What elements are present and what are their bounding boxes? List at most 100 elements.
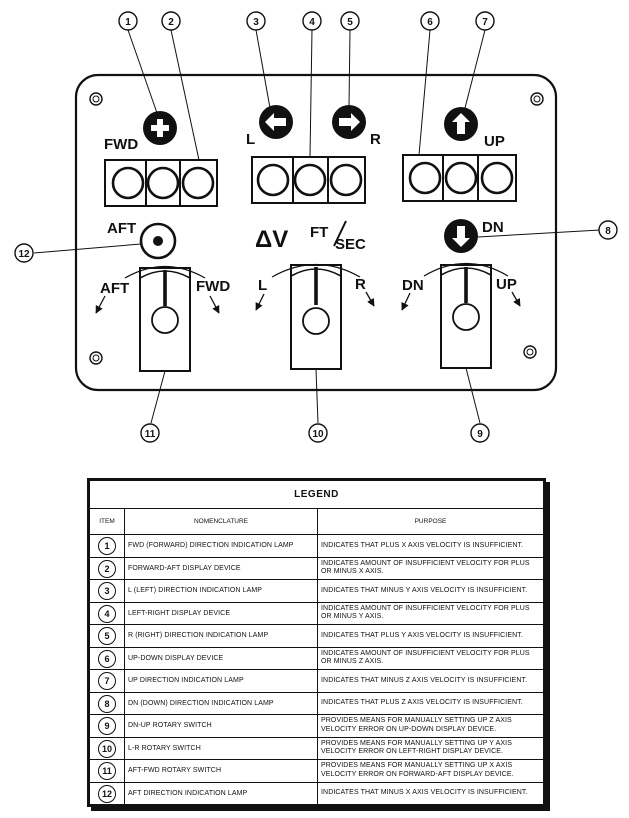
legend-item-cell: 2 xyxy=(89,556,125,580)
callout-11: 11 xyxy=(140,423,160,443)
legend-item-number: 1 xyxy=(98,537,116,556)
svg-text:12: 12 xyxy=(18,249,30,260)
legend-nomenclature: UP DIRECTION INDICATION LAMP xyxy=(124,669,318,693)
legend-purpose: INDICATES AMOUNT OF INSUFFICIENT VELOCIT… xyxy=(317,556,544,580)
legend-nomenclature: LEFT-RIGHT DISPLAY DEVICE xyxy=(124,601,318,625)
legend-item-number: 11 xyxy=(98,762,116,781)
item-column-header: ITEM xyxy=(89,508,125,535)
legend-purpose: PROVIDES MEANS FOR MANUALLY SETTING UP Y… xyxy=(317,736,544,760)
callout-7: 7 xyxy=(475,11,495,31)
legend-item-cell: 7 xyxy=(89,669,125,693)
legend-item-cell: 8 xyxy=(89,691,125,715)
legend-item-cell: 3 xyxy=(89,579,125,603)
callout-3: 3 xyxy=(246,11,266,31)
legend-nomenclature: L-R ROTARY SWITCH xyxy=(124,736,318,760)
forward-aft-display xyxy=(104,159,218,207)
callout-1: 1 xyxy=(118,11,138,31)
svg-text:10: 10 xyxy=(312,429,324,440)
callout-6: 6 xyxy=(420,11,440,31)
l-r-rotary-switch xyxy=(255,263,375,370)
legend-item-number: 10 xyxy=(98,739,116,758)
callout-12: 12 xyxy=(14,243,34,263)
legend-purpose: INDICATES THAT MINUS Z AXIS VELOCITY IS … xyxy=(317,669,544,693)
legend-item-number: 2 xyxy=(98,559,116,578)
legend-nomenclature: DN-UP ROTARY SWITCH xyxy=(124,714,318,738)
legend-item-number: 8 xyxy=(98,694,116,713)
legend-nomenclature: DN (DOWN) DIRECTION INDICATION LAMP xyxy=(124,691,318,715)
legend-item-number: 12 xyxy=(98,784,116,803)
legend-item-cell: 9 xyxy=(89,714,125,738)
velocity-indicator-panel-diagram: FWD L R UP AFT xyxy=(14,11,618,443)
legend-nomenclature: FORWARD-AFT DISPLAY DEVICE xyxy=(124,556,318,580)
callout-2: 2 xyxy=(161,11,181,31)
up-label: UP xyxy=(484,133,505,150)
legend-title: LEGEND xyxy=(89,480,544,509)
svg-text:FT: FT xyxy=(310,224,328,241)
legend-item-number: 6 xyxy=(98,649,116,668)
svg-text:4: 4 xyxy=(309,17,315,28)
delta-v-ft-sec-label: ΔV FT SEC xyxy=(255,220,366,253)
r-switch-label: R xyxy=(355,276,366,293)
aft-fwd-rotary-switch xyxy=(95,265,220,372)
legend-nomenclature: L (LEFT) DIRECTION INDICATION LAMP xyxy=(124,579,318,603)
legend-purpose: PROVIDES MEANS FOR MANUALLY SETTING UP Z… xyxy=(317,714,544,738)
svg-text:6: 6 xyxy=(427,17,433,28)
legend-item-cell: 12 xyxy=(89,781,125,805)
legend-purpose: INDICATES THAT PLUS X AXIS VELOCITY IS I… xyxy=(317,534,544,558)
legend-purpose: INDICATES THAT MINUS X AXIS VELOCITY IS … xyxy=(317,781,544,805)
svg-text:11: 11 xyxy=(145,429,156,440)
legend-purpose: INDICATES THAT PLUS Y AXIS VELOCITY IS I… xyxy=(317,624,544,648)
legend-purpose: INDICATES AMOUNT OF INSUFFICIENT VELOCIT… xyxy=(317,646,544,670)
legend-item-cell: 5 xyxy=(89,624,125,648)
legend-item-number: 7 xyxy=(98,672,116,691)
nomenclature-column-header: NOMENCLATURE xyxy=(124,508,318,535)
fwd-switch-label: FWD xyxy=(196,278,230,295)
legend-nomenclature: FWD (FORWARD) DIRECTION INDICATION LAMP xyxy=(124,534,318,558)
dn-switch-label: DN xyxy=(402,277,424,294)
r-lamp xyxy=(332,105,366,139)
aft-switch-label: AFT xyxy=(100,280,129,297)
aft-label: AFT xyxy=(107,220,136,237)
left-right-display xyxy=(251,156,366,204)
corner-screws xyxy=(89,92,544,365)
r-label: R xyxy=(370,131,381,148)
svg-text:1: 1 xyxy=(125,17,131,28)
svg-text:9: 9 xyxy=(477,429,483,440)
fwd-label: FWD xyxy=(104,136,138,153)
legend-item-cell: 11 xyxy=(89,759,125,783)
svg-text:SEC: SEC xyxy=(335,236,366,253)
l-label: L xyxy=(246,131,255,148)
l-switch-label: L xyxy=(258,277,267,294)
up-switch-label: UP xyxy=(496,276,517,293)
callout-5: 5 xyxy=(340,11,360,31)
callout-10: 10 xyxy=(308,423,328,443)
legend-purpose: INDICATES AMOUNT OF INSUFFICIENT VELOCIT… xyxy=(317,601,544,625)
up-lamp xyxy=(444,107,478,141)
legend-purpose: INDICATES THAT MINUS Y AXIS VELOCITY IS … xyxy=(317,579,544,603)
legend-purpose: INDICATES THAT PLUS Z AXIS VELOCITY IS I… xyxy=(317,691,544,715)
svg-text:7: 7 xyxy=(482,17,488,28)
dn-label: DN xyxy=(482,219,504,236)
l-lamp xyxy=(259,105,293,139)
aft-lamp xyxy=(139,222,177,260)
legend-item-number: 9 xyxy=(98,717,116,736)
callout-4: 4 xyxy=(302,11,322,31)
legend-row: 1 FWD (FORWARD) DIRECTION INDICATION LAMP… xyxy=(89,534,544,558)
svg-text:ΔV: ΔV xyxy=(255,226,288,253)
callout-9: 9 xyxy=(470,423,490,443)
legend-item-number: 4 xyxy=(98,604,116,623)
legend-nomenclature: AFT-FWD ROTARY SWITCH xyxy=(124,759,318,783)
legend-purpose: PROVIDES MEANS FOR MANUALLY SETTING UP X… xyxy=(317,759,544,783)
callout-8: 8 xyxy=(598,220,618,240)
